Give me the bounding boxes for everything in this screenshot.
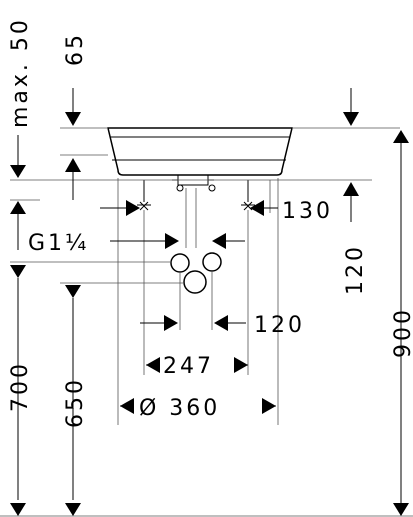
dim-120-vertical: 120 bbox=[343, 182, 368, 295]
dim-360-label: Ø 360 bbox=[139, 396, 220, 421]
dim-thread-label: G1¼ bbox=[28, 231, 89, 256]
extension-lines bbox=[117, 178, 279, 425]
dim-max50: max. 50 bbox=[8, 17, 33, 250]
dim-360: Ø 360 bbox=[120, 396, 276, 421]
reference-lines bbox=[0, 127, 413, 517]
dim-900: 900 bbox=[343, 88, 413, 516]
dim-700: 700 bbox=[8, 265, 33, 516]
dim-130-label: 130 bbox=[282, 199, 333, 224]
dim-247: 247 bbox=[146, 354, 248, 379]
dim-65: 65 bbox=[63, 32, 88, 200]
dim-120-horizontal: 120 bbox=[140, 313, 305, 338]
dim-900-label: 900 bbox=[391, 307, 413, 358]
dim-thread: G1¼ bbox=[28, 231, 245, 256]
dim-120-vertical-label: 120 bbox=[343, 244, 368, 295]
connection-circles bbox=[170, 252, 222, 294]
dim-65-label: 65 bbox=[63, 32, 88, 66]
dim-max50-label: max. 50 bbox=[8, 17, 33, 128]
dim-120-horizontal-label: 120 bbox=[254, 313, 305, 338]
dim-130: 130 bbox=[100, 199, 333, 224]
dim-650: 650 bbox=[63, 285, 88, 516]
dim-247-label: 247 bbox=[163, 354, 214, 379]
dim-700-label: 700 bbox=[8, 361, 33, 412]
basin bbox=[107, 127, 293, 248]
dim-650-label: 650 bbox=[63, 377, 88, 428]
